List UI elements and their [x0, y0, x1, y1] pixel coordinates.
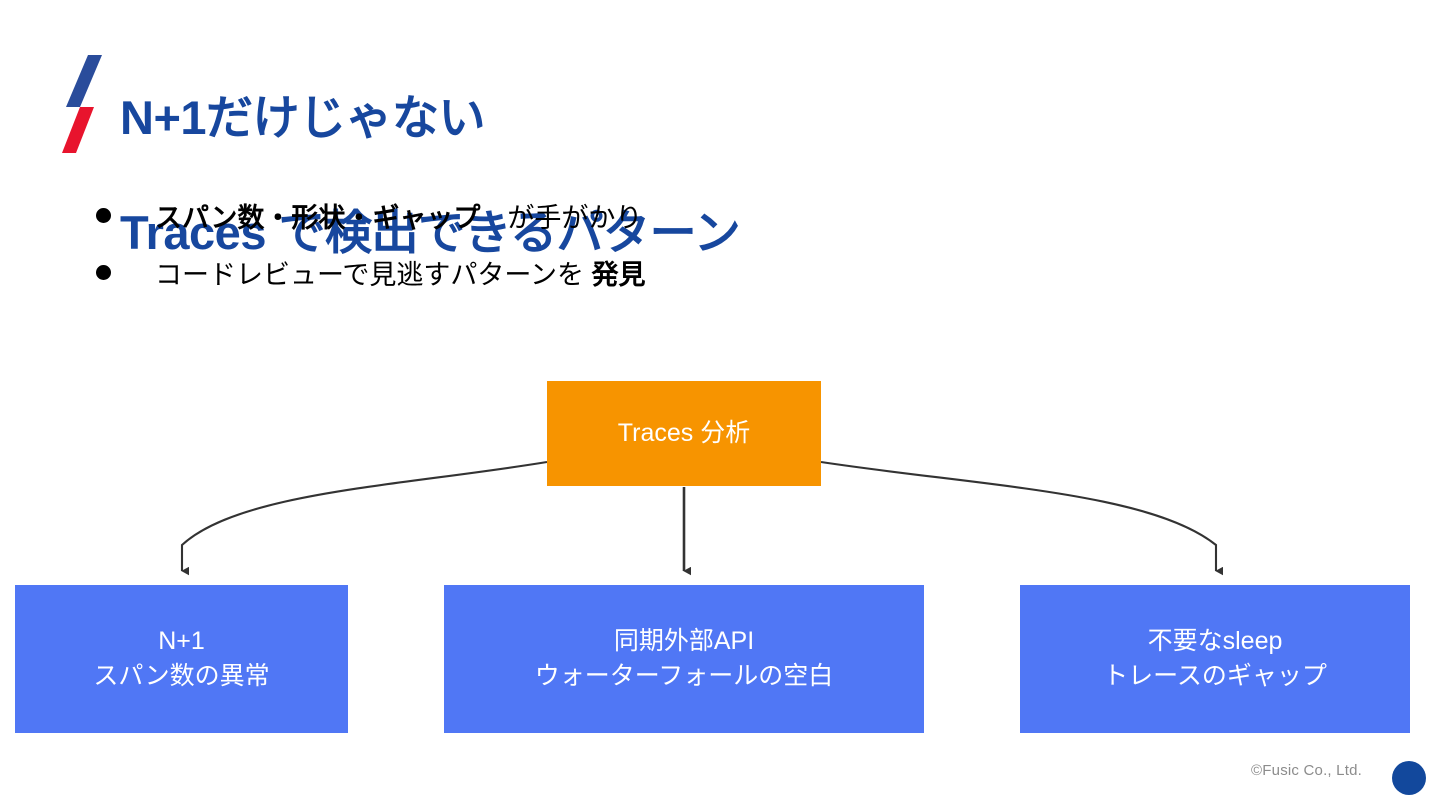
diagram-node-root[interactable]: Traces 分析 — [547, 381, 821, 486]
diagram-node-subtitle: ウォーターフォールの空白 — [534, 662, 834, 690]
list-item-strong: 発見 — [591, 259, 646, 290]
list-item-strong: スパン数・形状・ギャップ — [155, 203, 481, 233]
page-title-line-1: N+1だけじゃない — [120, 91, 486, 145]
connector-root-to-leaf-0 — [180, 460, 548, 576]
list-item: コードレビューで見逃すパターンを 発見 — [96, 255, 1296, 296]
list-item-normal: が手がかり — [480, 203, 643, 233]
bullet-list: スパン数・形状・ギャップ が手がかり コードレビューで見逃すパターンを 発見 — [96, 198, 1296, 311]
diagram-node-n-plus-1[interactable]: N+1 スパン数の異常 — [15, 585, 348, 733]
diagram-node-title: 不要なsleep — [1147, 627, 1283, 655]
footer-logo-dot-icon — [1392, 761, 1426, 795]
list-item-normal: コードレビューで見逃すパターンを — [155, 259, 592, 290]
list-item: スパン数・形状・ギャップ が手がかり — [96, 198, 1296, 239]
page-title: N+1だけじゃない Traces で検出できるパターン — [120, 32, 1220, 319]
diagonal-slash-accent-icon — [62, 55, 106, 153]
list-item-text: スパン数・形状・ギャップ が手がかり — [155, 198, 1296, 239]
diagram-node-subtitle: スパン数の異常 — [93, 662, 270, 690]
bullet-dot-icon — [96, 264, 111, 280]
diagram-node-unnecessary-sleep[interactable]: 不要なsleep トレースのギャップ — [1020, 585, 1410, 733]
diagram-node-root-label: Traces 分析 — [617, 419, 751, 447]
diagram-node-title: N+1 — [158, 627, 205, 655]
diagram-node-title: 同期外部API — [613, 627, 755, 655]
connector-root-to-leaf-2 — [820, 460, 1223, 576]
footer-copyright: ©Fusic Co., Ltd. — [1251, 762, 1362, 779]
diagram-node-subtitle: トレースのギャップ — [1103, 662, 1327, 690]
bullet-dot-icon — [96, 208, 111, 223]
diagram-node-sync-external-api[interactable]: 同期外部API ウォーターフォールの空白 — [444, 585, 924, 733]
page-title-line-2: Traces で検出できるパターン — [120, 205, 741, 259]
list-item-text: コードレビューで見逃すパターンを 発見 — [155, 255, 1296, 296]
